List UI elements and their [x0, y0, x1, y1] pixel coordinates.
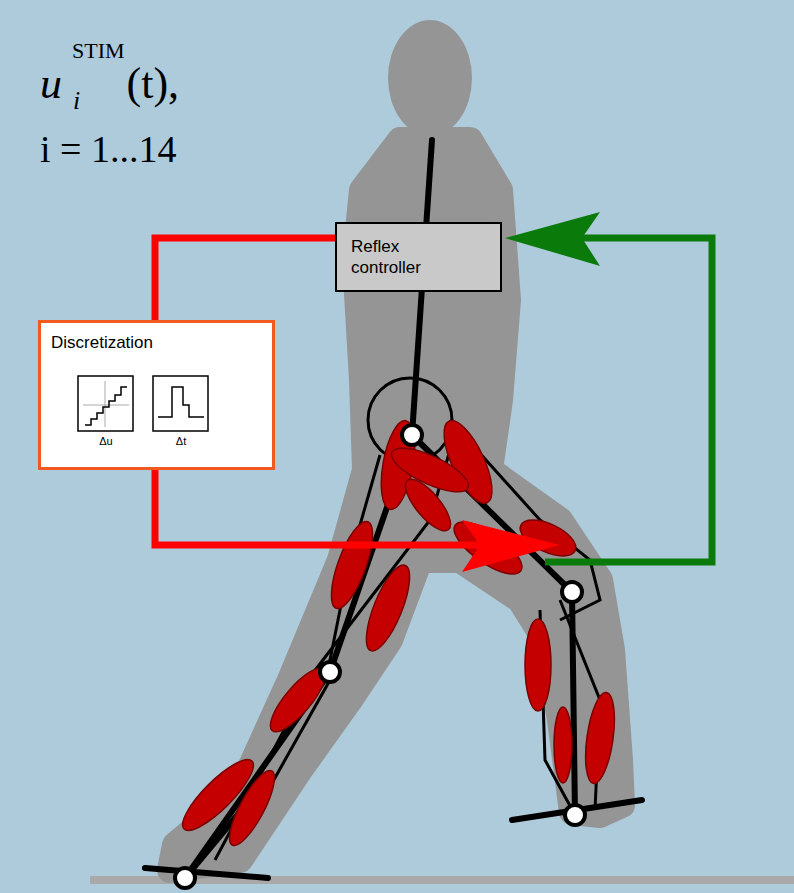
controller-box: Reflex controller	[335, 222, 502, 292]
skeleton	[145, 140, 642, 878]
signal-symbol: u	[40, 62, 62, 106]
signal-line	[155, 238, 335, 320]
discretization-box: DiscretizationΔu Δt	[38, 320, 275, 470]
signal-superscript: STIM	[72, 40, 125, 62]
signal-subscript: i	[73, 88, 80, 114]
signal-argument: (t),	[127, 62, 180, 106]
joint	[175, 425, 585, 888]
muscle	[174, 414, 619, 850]
icon-label: Δt	[168, 435, 194, 447]
discretization-icons	[77, 375, 257, 445]
icon-label: Δu	[93, 435, 119, 447]
feedback-arrow	[505, 212, 712, 562]
node-title: Discretization	[51, 333, 153, 353]
index-range: i = 1...14	[40, 130, 177, 168]
node-label: Reflex controller	[351, 236, 441, 278]
stimulation-arrow	[155, 470, 560, 572]
